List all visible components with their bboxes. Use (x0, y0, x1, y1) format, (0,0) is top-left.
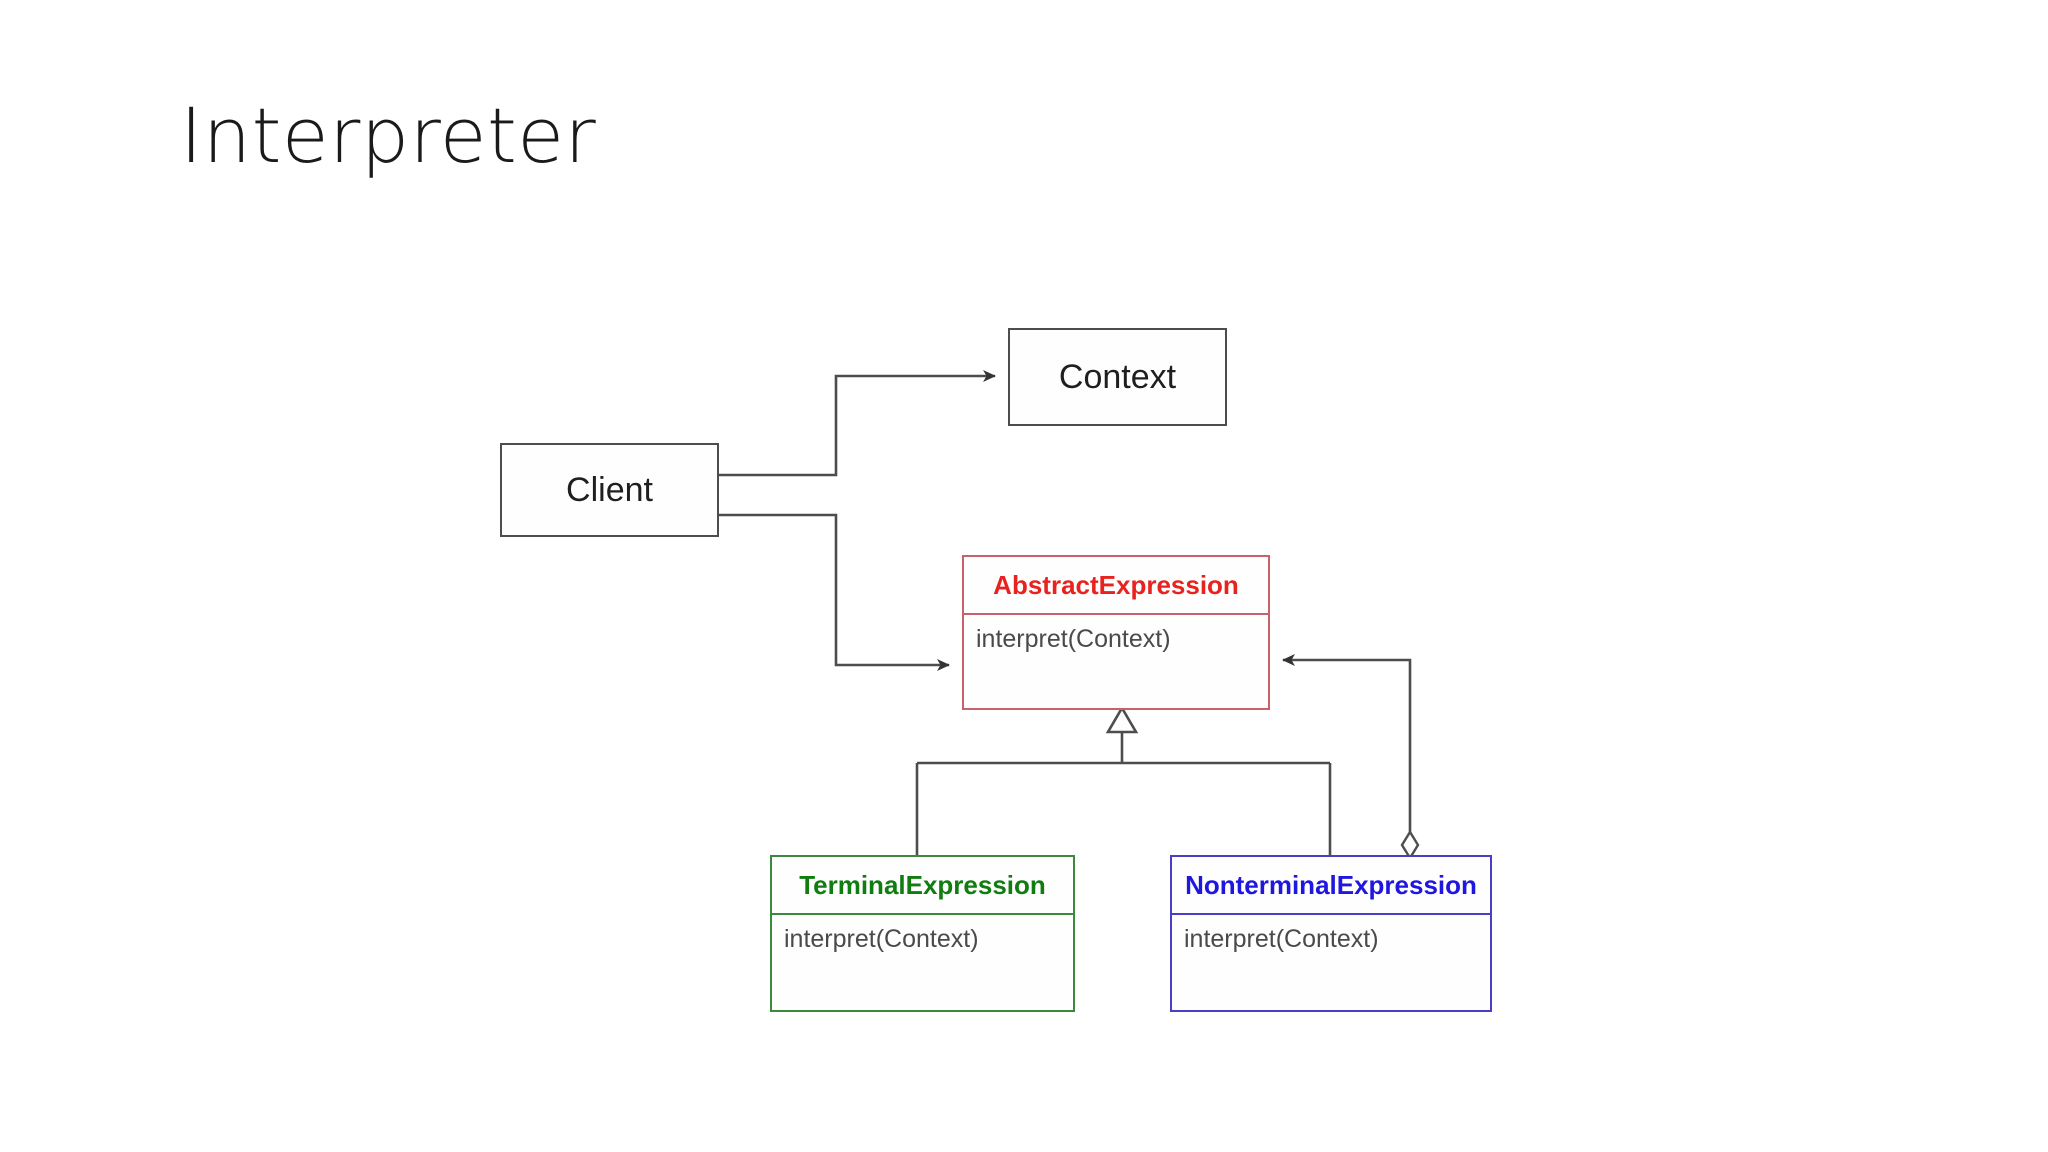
uml-class-client-title: Client (566, 470, 653, 509)
uml-class-abstract-expression-title: AbstractExpression (993, 570, 1239, 600)
uml-compartment-divider (772, 913, 1073, 915)
uml-compartment-divider (964, 613, 1268, 615)
uml-class-terminal-expression-title: TerminalExpression (799, 870, 1046, 900)
uml-class-terminal-expression-method: interpret(Context) (784, 925, 979, 953)
uml-class-terminal-expression[interactable]: TerminalExpression interpret(Context) (770, 855, 1075, 1012)
uml-class-context[interactable]: Context (1008, 328, 1227, 426)
uml-class-client[interactable]: Client (500, 443, 719, 537)
uml-class-abstract-expression-method: interpret(Context) (976, 625, 1171, 653)
connector-client-to-abstract-expression (719, 513, 950, 671)
connector-client-to-context (719, 370, 996, 477)
connector-nonterminal-aggregates-abstract (1282, 654, 1412, 846)
uml-class-nonterminal-expression-method: interpret(Context) (1184, 925, 1379, 953)
uml-class-context-title: Context (1058, 357, 1177, 396)
uml-class-abstract-expression[interactable]: AbstractExpression interpret(Context) (962, 555, 1270, 710)
page-title: Interpreter (180, 91, 597, 180)
generalization-triangle-icon (1105, 705, 1139, 734)
uml-class-nonterminal-expression-title: NonterminalExpression (1185, 870, 1477, 900)
uml-compartment-divider (1172, 913, 1490, 915)
uml-class-nonterminal-expression[interactable]: NonterminalExpression interpret(Context) (1170, 855, 1492, 1012)
